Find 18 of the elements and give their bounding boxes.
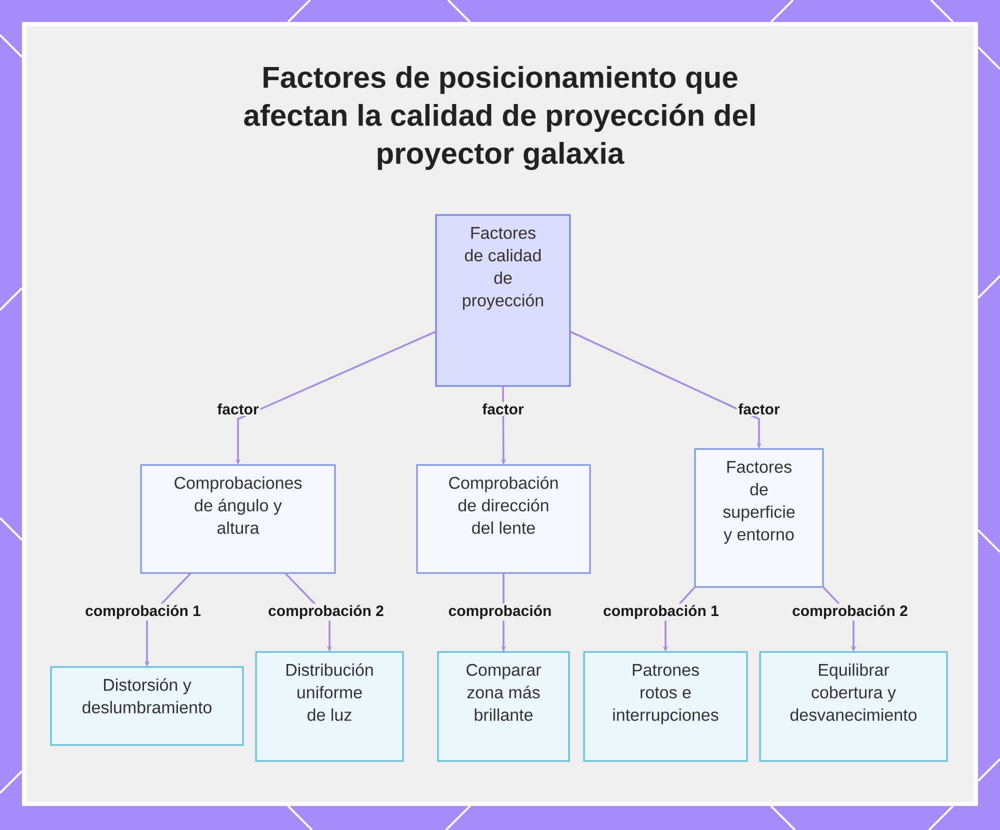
edge-label: comprobación [446,603,554,621]
leaf-box: Patrones rotos e interrupciones [583,651,748,762]
title: Factores de posicionamiento que afectan la calidad de proyección del proyector galaxia [244,66,755,170]
edge-label: comprobación 2 [790,603,910,621]
category-box: Factores de superficie y entorno [694,448,824,588]
category-box: Comprobación de dirección del lente [416,464,591,574]
edge-label: factor [480,402,526,416]
leaf-box: Comparar zona más brillante [437,651,570,762]
category-box: Comprobaciones de ángulo y altura [140,464,336,574]
root-box: Factores de calidad de proyección [435,214,571,387]
edge-label: comprobación 1 [602,603,720,621]
edge-label: factor [216,402,260,416]
edge-label: comprobación 1 [84,603,202,621]
edge-label: factor [736,402,782,416]
leaf-box: Distorsión y deslumbramiento [50,666,244,746]
edge-label: comprobación 2 [266,603,386,621]
leaf-box: Equilibrar cobertura y desvanecimiento [759,651,948,762]
leaf-box: Distribución uniforme de luz [255,651,404,762]
